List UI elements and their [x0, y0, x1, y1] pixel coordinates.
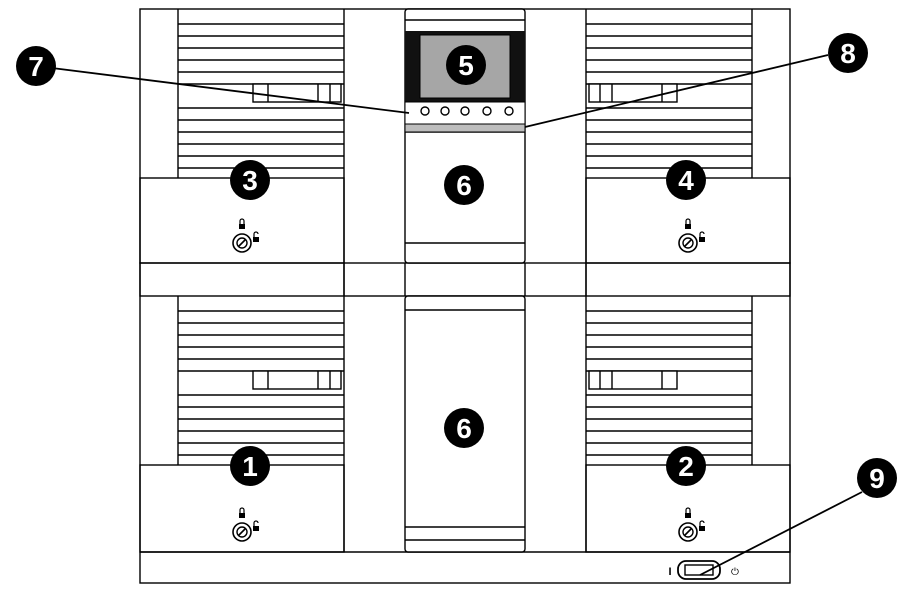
power-standby-symbol: ⏻ — [731, 567, 739, 578]
callout-6-bottom: 6 — [444, 408, 484, 448]
svg-text:2: 2 — [678, 451, 694, 482]
magazine-bottom-left[interactable] — [139, 296, 345, 553]
callout-4: 4 — [666, 160, 706, 200]
svg-text:6: 6 — [456, 413, 472, 444]
callout-8: 8 — [828, 33, 868, 73]
power-on-symbol: I — [668, 566, 671, 578]
key-lock-icon[interactable] — [232, 507, 259, 542]
svg-text:6: 6 — [456, 170, 472, 201]
panel-button-3[interactable] — [460, 106, 470, 116]
svg-text:1: 1 — [242, 451, 258, 482]
svg-text:9: 9 — [869, 463, 885, 494]
magazine-top-left[interactable] — [139, 9, 345, 264]
leader-line-7 — [51, 67, 410, 114]
svg-text:8: 8 — [840, 38, 856, 69]
callout-5: 5 — [446, 45, 486, 85]
callout-3: 3 — [230, 160, 270, 200]
leader-lines — [51, 54, 863, 576]
key-lock-icon[interactable] — [678, 218, 705, 253]
panel-button-2[interactable] — [440, 106, 450, 116]
handle-bottom-right[interactable] — [588, 370, 678, 390]
status-led-bar — [404, 123, 526, 133]
callout-6-top: 6 — [444, 165, 484, 205]
svg-text:3: 3 — [242, 165, 258, 196]
svg-text:5: 5 — [458, 50, 474, 81]
callout-1: 1 — [230, 446, 270, 486]
svg-text:4: 4 — [678, 165, 694, 196]
leader-line-8 — [524, 54, 829, 128]
svg-text:7: 7 — [28, 51, 44, 82]
handle-bottom-left[interactable] — [252, 370, 342, 390]
panel-button-5[interactable] — [504, 106, 514, 116]
slot-grille-bottom-right — [586, 310, 752, 456]
handle-top-right[interactable] — [588, 83, 678, 103]
key-lock-icon[interactable] — [678, 507, 705, 542]
callout-9: 9 — [857, 458, 897, 498]
power-switch[interactable]: I ⏻ — [668, 560, 739, 580]
key-lock-icon[interactable] — [232, 218, 259, 253]
magazine-bottom-right[interactable] — [585, 296, 791, 553]
callout-7: 7 — [16, 46, 56, 86]
middle-divider-band — [139, 262, 791, 297]
slot-grille-top-right — [586, 23, 752, 169]
callouts: 1 2 3 4 5 6 6 7 — [16, 33, 897, 498]
panel-button-4[interactable] — [482, 106, 492, 116]
slot-grille-bottom-left — [178, 310, 344, 456]
leader-line-9 — [699, 491, 863, 576]
panel-button-1[interactable] — [420, 106, 430, 116]
slot-grille-top-left — [178, 23, 344, 169]
magazine-top-right[interactable] — [585, 9, 791, 264]
callout-2: 2 — [666, 446, 706, 486]
